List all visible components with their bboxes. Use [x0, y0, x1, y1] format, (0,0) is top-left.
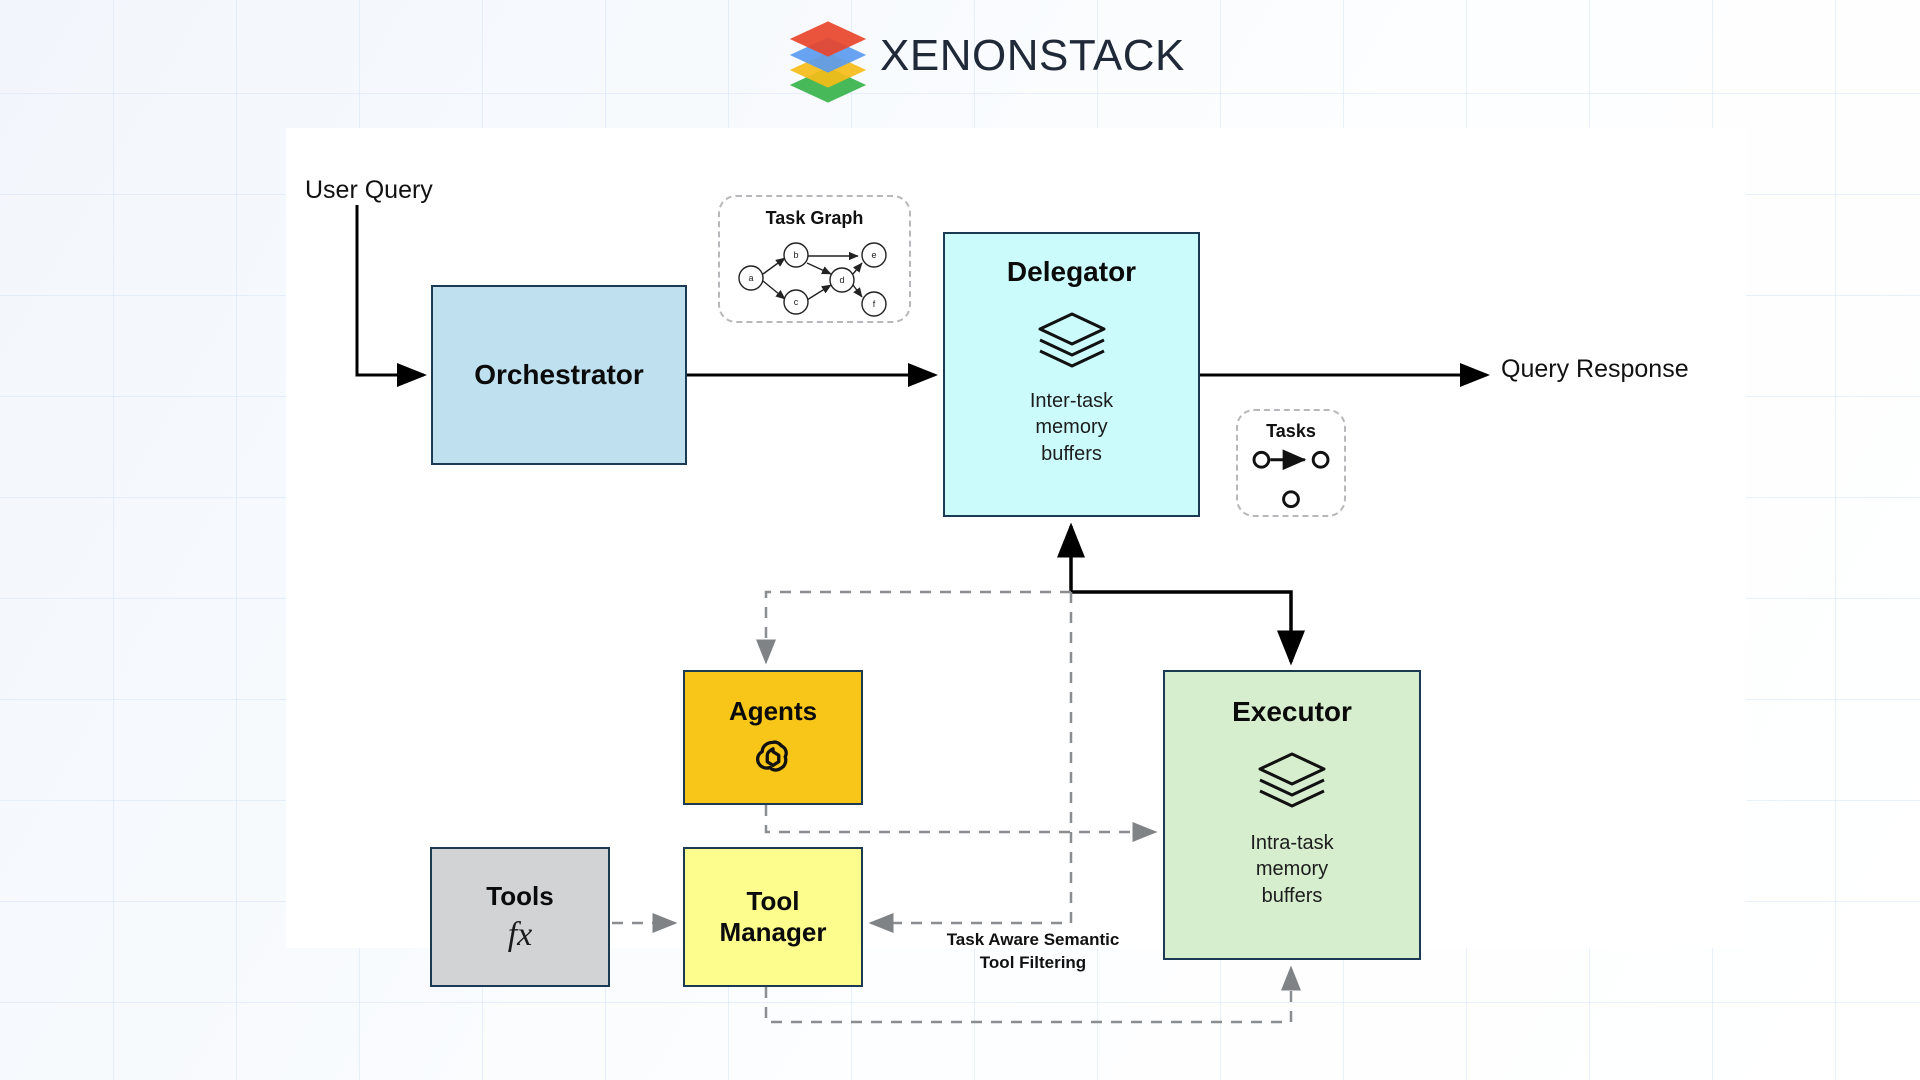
svg-text:f: f: [872, 299, 875, 309]
brand-name: XENONSTACK: [880, 31, 1185, 80]
user-query-label: User Query: [305, 176, 433, 204]
svg-text:b: b: [793, 250, 798, 260]
task-graph-panel: Task Graph: [718, 195, 911, 323]
query-response-label: Query Response: [1501, 355, 1689, 383]
agents-title: Agents: [728, 696, 818, 726]
function-icon: fx: [507, 915, 533, 953]
svg-text:c: c: [793, 297, 798, 307]
svg-text:e: e: [871, 250, 876, 260]
brand-logo: XENONSTACK: [789, 21, 1185, 103]
task-graph-title: Task Graph: [765, 208, 864, 228]
executor-node[interactable]: Executor Intra-task memory buffers: [1163, 670, 1421, 960]
stacked-layers-icon: [1038, 312, 1105, 368]
svg-text:a: a: [748, 273, 753, 283]
tool-filtering-label: Task Aware Semantic Tool Filtering: [946, 930, 1120, 973]
tool-manager-title-line1: Tool: [746, 885, 800, 916]
delegator-node[interactable]: Delegator Inter-task memory buffers: [943, 232, 1200, 517]
orchestrator-node[interactable]: Orchestrator: [431, 285, 687, 465]
openai-knot-icon: [756, 740, 788, 772]
svg-text:d: d: [839, 275, 844, 285]
tasks-title: Tasks: [1266, 421, 1316, 441]
stacked-layers-icon: [1258, 752, 1326, 808]
tools-title: Tools: [486, 880, 554, 911]
orchestrator-title: Orchestrator: [474, 359, 644, 390]
agents-node[interactable]: Agents: [683, 670, 863, 805]
delegator-title: Delegator: [1006, 256, 1137, 287]
tool-manager-node[interactable]: Tool Manager: [683, 847, 863, 987]
tool-manager-title-line2: Manager: [719, 917, 827, 947]
executor-title: Executor: [1232, 696, 1352, 727]
delegator-subtitle: Inter-task memory buffers: [1029, 390, 1114, 465]
task-graph-dag-icon: a b c d e f: [737, 242, 887, 317]
tools-node[interactable]: Tools fx: [430, 847, 610, 987]
executor-subtitle: Intra-task memory buffers: [1250, 832, 1334, 907]
tasks-panel: Tasks: [1236, 409, 1346, 517]
stacked-layers-logo-icon: [789, 21, 867, 103]
tasks-glyph-icon: [1252, 449, 1330, 509]
